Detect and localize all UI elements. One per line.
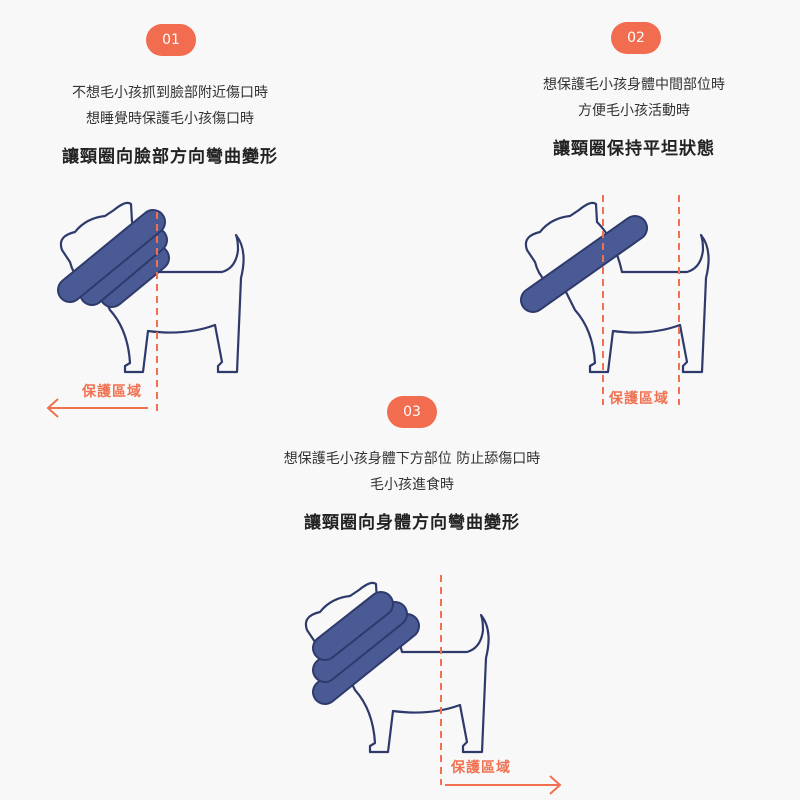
description-line: 方便毛小孩活動時 [578, 103, 690, 119]
description-line: 想保護毛小孩身體下方部位 防止舔傷口時 [283, 451, 541, 467]
protection-zone-label: 保護區域 [451, 760, 511, 776]
step-badge-01: 01 [146, 24, 196, 56]
section-2-headline: 讓頸圈保持平坦狀態 [553, 139, 715, 159]
collar-bent-toward-face [57, 209, 170, 308]
arrow-left-icon [46, 398, 148, 418]
section-1-description: 不想毛小孩抓到臉部附近傷口時 想睡覺時保護毛小孩傷口時 [20, 80, 320, 132]
dog-illustration-3 [304, 575, 562, 795]
dog-illustration-2 [520, 195, 710, 405]
protection-zone-label: 保護區域 [82, 384, 142, 400]
section-1-headline: 讓頸圈向臉部方向彎曲變形 [62, 147, 278, 167]
protection-zone-label: 保護區域 [609, 391, 669, 407]
collar-bent-toward-body [312, 591, 420, 705]
description-line: 想保護毛小孩身體中間部位時 [543, 77, 725, 93]
description-line: 毛小孩進食時 [370, 477, 454, 493]
section-2-description: 想保護毛小孩身體中間部位時 方便毛小孩活動時 [484, 72, 784, 124]
collar-flat [520, 215, 648, 313]
step-badge-03: 03 [387, 396, 437, 428]
description-line: 想睡覺時保護毛小孩傷口時 [86, 111, 254, 127]
step-badge-02: 02 [611, 22, 661, 54]
dog-illustration-1 [46, 201, 245, 418]
arrow-right-icon [445, 775, 562, 795]
section-3-description: 想保護毛小孩身體下方部位 防止舔傷口時 毛小孩進食時 [212, 446, 612, 498]
description-line: 不想毛小孩抓到臉部附近傷口時 [72, 85, 268, 101]
section-3-headline: 讓頸圈向身體方向彎曲變形 [304, 513, 520, 533]
